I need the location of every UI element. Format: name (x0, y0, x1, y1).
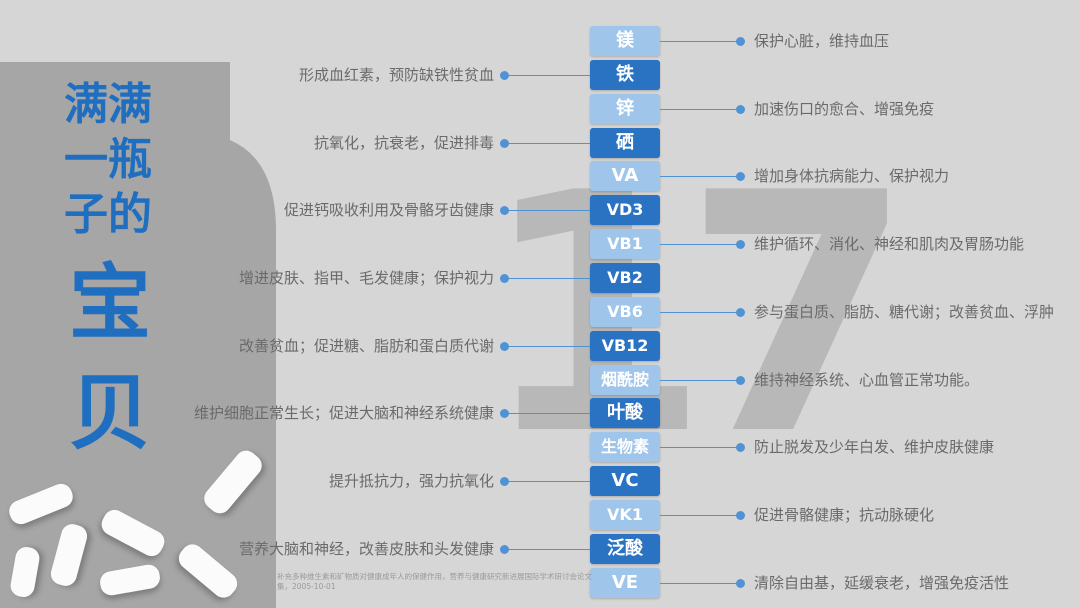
pill-5 (174, 539, 242, 603)
nutrient-benefit: 维持神经系统、心血管正常功能。 (754, 371, 980, 389)
nutrient-benefit: 维护循环、消化、神经和肌肉及胃肠功能 (754, 235, 1025, 253)
reference-footnote: 补充多种维生素和矿物质对健康成年人的保健作用，营养与健康研究新进展国际学术研讨会… (277, 572, 592, 591)
connector-line (506, 143, 590, 144)
nutrient-benefit: 增进皮肤、指甲、毛发健康；保护视力 (238, 269, 494, 287)
nutrient-benefit: 改善贫血；促进糖、脂肪和蛋白质代谢 (238, 337, 494, 355)
nutrient-box: 铁 (590, 60, 660, 90)
connector-line (660, 41, 740, 42)
nutrient-benefit: 加速伤口的愈合、增强免疫 (754, 100, 935, 118)
nutrient-box: VB1 (590, 229, 660, 259)
connector-dot (500, 71, 509, 80)
connector-line (660, 244, 740, 245)
pill-7 (98, 562, 162, 598)
nutrient-box: VK1 (590, 500, 660, 530)
pill-4 (48, 521, 90, 589)
connector-dot (500, 139, 509, 148)
pill-6 (8, 545, 42, 599)
nutrient-box: VB6 (590, 297, 660, 327)
connector-dot (736, 240, 745, 249)
connector-dot (500, 545, 509, 554)
nutrient-box: 叶酸 (590, 398, 660, 428)
connector-dot (500, 409, 509, 418)
nutrient-box: 烟酰胺 (590, 365, 660, 395)
connector-dot (500, 342, 509, 351)
nutrient-benefit: 防止脱发及少年白发、维护皮肤健康 (754, 438, 995, 456)
pill-2 (5, 480, 77, 528)
nutrient-box: VB12 (590, 331, 660, 361)
connector-dot (736, 105, 745, 114)
connector-line (660, 515, 740, 516)
nutrient-benefit: 清除自由基，延缓衰老，增强免疫活性 (754, 574, 1010, 592)
nutrient-box: VD3 (590, 195, 660, 225)
connector-line (660, 109, 740, 110)
nutrient-benefit: 提升抵抗力，强力抗氧化 (328, 472, 494, 490)
connector-line (660, 380, 740, 381)
connector-line (506, 210, 590, 211)
nutrient-box: VA (590, 161, 660, 191)
connector-dot (736, 308, 745, 317)
connector-line (660, 176, 740, 177)
connector-dot (500, 477, 509, 486)
nutrient-box: VB2 (590, 263, 660, 293)
nutrient-benefit: 抗氧化，抗衰老，促进排毒 (313, 134, 494, 152)
title-line-4: 宝 (68, 256, 151, 351)
nutrient-box: 镁 (590, 26, 660, 56)
connector-dot (736, 37, 745, 46)
connector-dot (736, 579, 745, 588)
title-line-1: 满满 (64, 79, 152, 130)
connector-line (506, 413, 590, 414)
connector-line (506, 481, 590, 482)
nutrient-benefit: 促进骨骼健康；抗动脉硬化 (754, 506, 935, 524)
pill-1 (199, 446, 267, 518)
connector-dot (500, 206, 509, 215)
nutrient-benefit: 保护心脏，维持血压 (754, 32, 890, 50)
connector-line (506, 549, 590, 550)
nutrient-benefit: 形成血红素，预防缺铁性贫血 (298, 66, 494, 84)
nutrient-box: 泛酸 (590, 534, 660, 564)
title-line-2: 一瓶 (64, 134, 152, 185)
connector-line (506, 346, 590, 347)
connector-dot (736, 376, 745, 385)
nutrient-benefit: 促进钙吸收利用及骨骼牙齿健康 (283, 201, 494, 219)
nutrient-benefit: 营养大脑和神经，改善皮肤和头发健康 (238, 540, 494, 558)
connector-line (660, 312, 740, 313)
nutrient-benefit: 维护细胞正常生长；促进大脑和神经系统健康 (193, 404, 494, 422)
connector-dot (736, 511, 745, 520)
connector-dot (500, 274, 509, 283)
nutrient-box: 硒 (590, 128, 660, 158)
nutrient-benefit: 增加身体抗病能力、保护视力 (754, 167, 950, 185)
title-line-5: 贝 (68, 366, 151, 461)
nutrient-box: 锌 (590, 94, 660, 124)
nutrient-box: VC (590, 466, 660, 496)
connector-dot (736, 172, 745, 181)
connector-line (660, 583, 740, 584)
title-line-3: 子的 (64, 189, 152, 240)
nutrient-box: VE (590, 568, 660, 598)
connector-line (506, 75, 590, 76)
connector-line (506, 278, 590, 279)
nutrient-box: 生物素 (590, 432, 660, 462)
nutrient-benefit: 参与蛋白质、脂肪、糖代谢；改善贫血、浮肿 (754, 303, 1055, 321)
connector-dot (736, 443, 745, 452)
connector-line (660, 447, 740, 448)
big-number-watermark: 17 (480, 123, 913, 507)
pill-3 (97, 506, 169, 560)
